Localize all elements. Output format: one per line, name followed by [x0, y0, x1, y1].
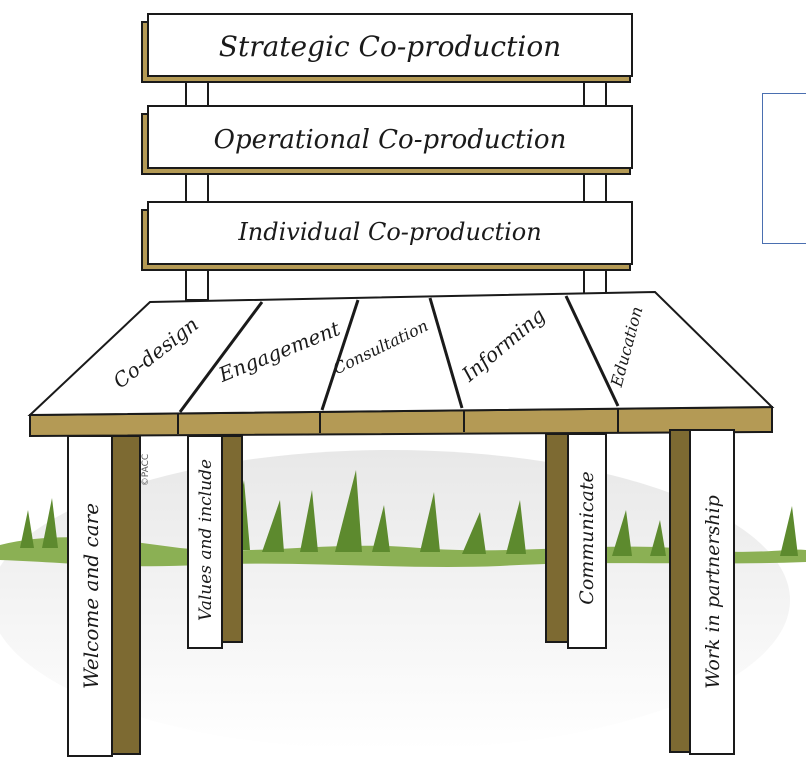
backrest-label-individual: Individual Co-production	[237, 218, 541, 246]
leg-label-partnership: Work in partnership	[702, 495, 724, 689]
copyright-mark: ©PACC	[141, 454, 151, 486]
bench-seat: Co-design Engagement Consultation Inform…	[27, 290, 775, 438]
seat-divider	[178, 301, 264, 413]
backrest-label-operational: Operational Co-production	[214, 125, 567, 155]
leg-label-communicate: Communicate	[576, 471, 598, 604]
leg-label-values: Values and include	[196, 459, 216, 621]
leg-welcome: Welcome and care	[67, 435, 141, 757]
leg-values: Values and include	[187, 435, 243, 649]
backrest-label-strategic: Strategic Co-production	[219, 30, 561, 63]
seat-divider	[428, 297, 464, 409]
leg-label-welcome: Welcome and care	[79, 503, 103, 689]
seat-divider	[320, 299, 360, 411]
leg-partnership: Work in partnership	[669, 429, 735, 755]
backrest-plank-strategic: Strategic Co-production	[141, 13, 633, 83]
empty-text-box	[762, 93, 806, 244]
backrest-plank-individual: Individual Co-production	[141, 201, 633, 271]
seat-divider	[564, 295, 620, 407]
backrest-plank-operational: Operational Co-production	[141, 105, 633, 175]
leg-communicate: Communicate	[545, 433, 607, 649]
bench-legs: Welcome and care Values and include Comm…	[67, 429, 735, 757]
